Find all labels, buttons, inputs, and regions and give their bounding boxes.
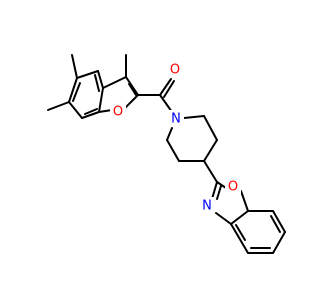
bond (230, 223, 249, 254)
bond (81, 111, 100, 119)
bond (124, 94, 139, 109)
oxazole-oxygen-label: O (228, 180, 238, 195)
bond (159, 94, 173, 113)
bond (47, 101, 70, 111)
bond (71, 54, 78, 79)
bond (97, 70, 104, 89)
bond (203, 160, 218, 183)
bond (94, 74, 100, 92)
bond (98, 109, 113, 113)
bond (98, 87, 104, 113)
bond (272, 210, 286, 233)
bond (216, 185, 222, 200)
benzofuran-ring (47, 54, 139, 119)
bond (84, 108, 98, 115)
label-bg (225, 178, 241, 194)
bond (166, 127, 173, 141)
label-bg (110, 103, 126, 119)
bond (128, 83, 137, 96)
benzoxazole-ring (203, 160, 286, 254)
label-bg (199, 197, 215, 213)
bond (68, 77, 78, 103)
bond (203, 115, 218, 141)
bond (125, 76, 139, 96)
bond (76, 70, 99, 79)
bond (102, 76, 127, 89)
piperidine-ring (166, 115, 218, 162)
bond (240, 190, 249, 212)
bond (72, 82, 81, 102)
molecule-structure: O O N O N (47, 54, 286, 254)
molecule-canvas: O O N O N (47, 54, 286, 254)
bond (211, 181, 218, 200)
bond (230, 210, 249, 225)
oxazole-nitrogen-label: N (202, 199, 212, 214)
piperidine-nitrogen-label: N (171, 112, 181, 127)
bond (166, 139, 180, 162)
bond (163, 80, 175, 98)
bond (270, 215, 281, 233)
bond (272, 231, 286, 254)
bond (216, 181, 227, 189)
bond (68, 101, 83, 119)
bond (183, 115, 205, 119)
furan-oxygen-label: O (113, 105, 123, 120)
carbonyl-oxygen-label: O (170, 63, 180, 78)
label-bg (167, 61, 183, 77)
label-bg (168, 110, 184, 126)
bond (235, 224, 246, 241)
bond (159, 78, 172, 96)
amide-linker (137, 78, 175, 113)
bond (215, 212, 232, 225)
bond (203, 139, 218, 162)
